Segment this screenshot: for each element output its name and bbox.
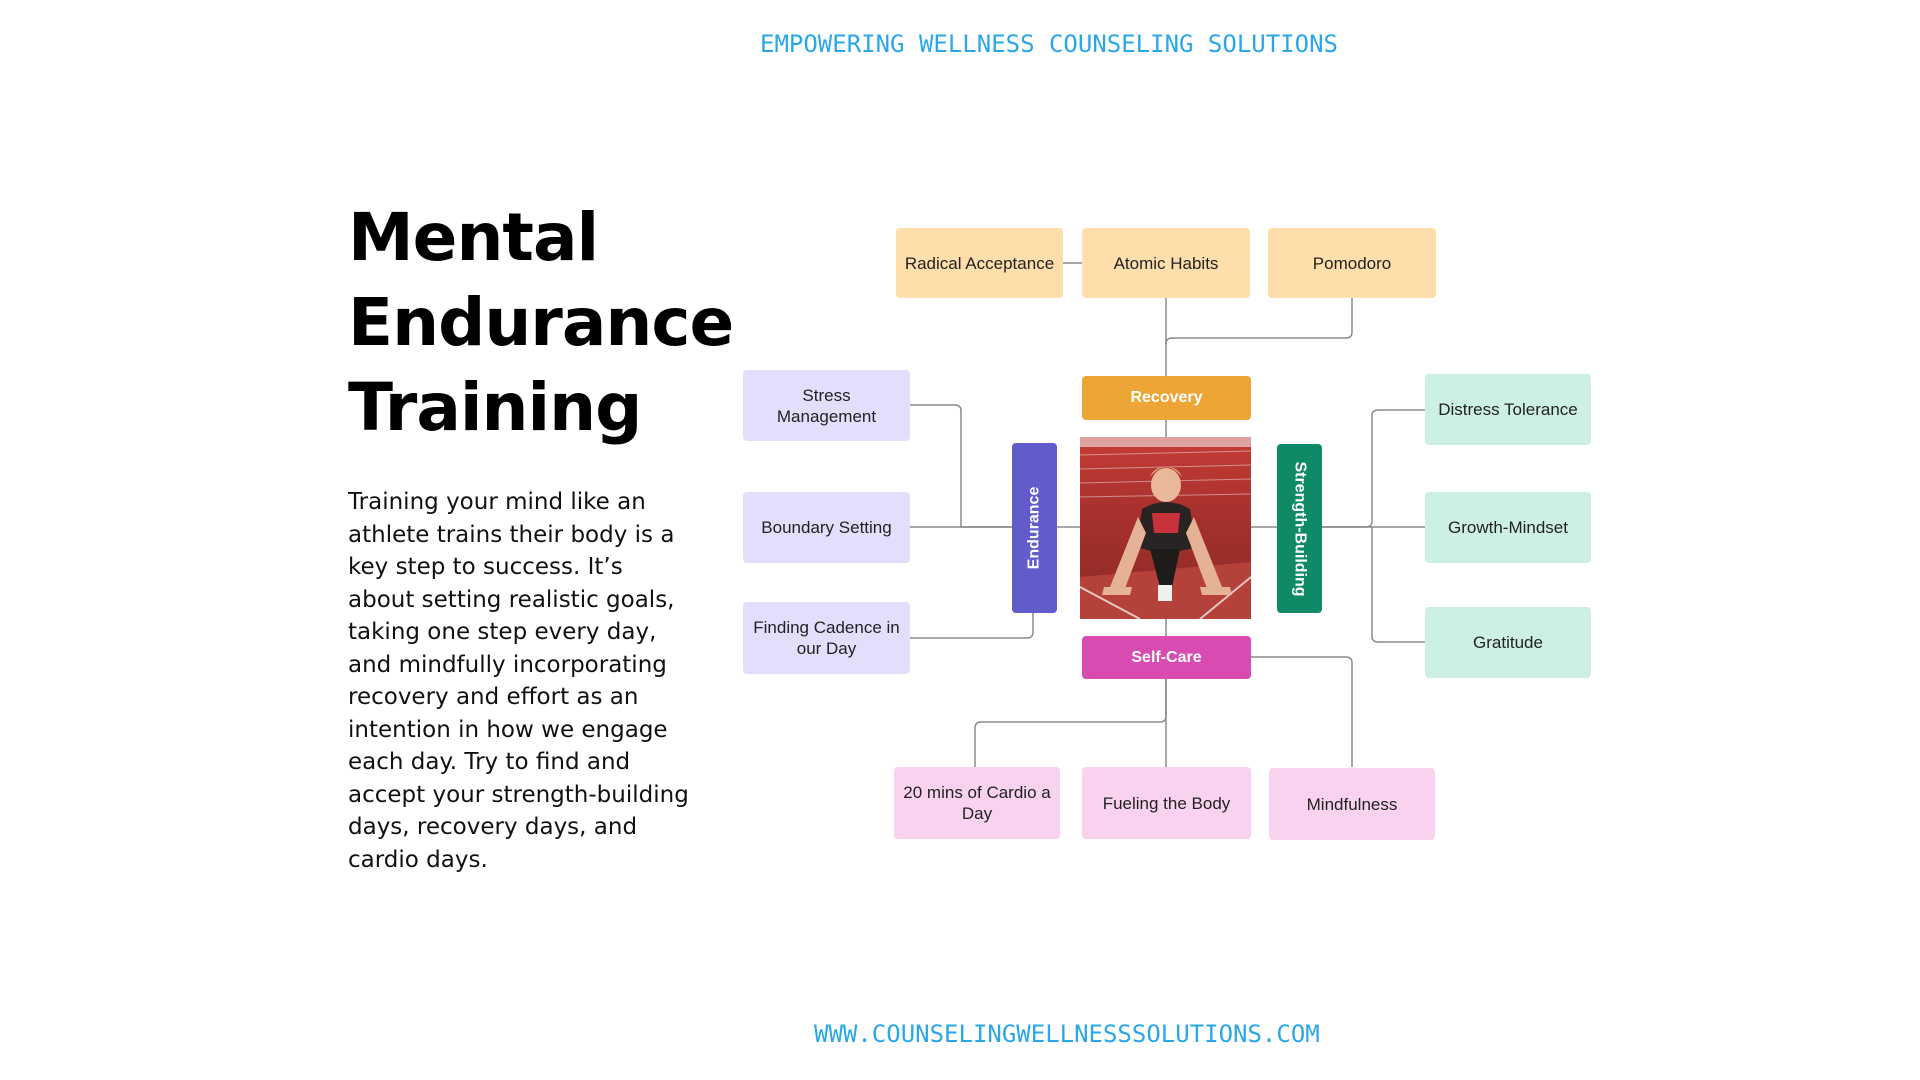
node-growth-mindset: Growth-Mindset <box>1425 492 1591 563</box>
node-finding-cadence: Finding Cadence in our Day <box>743 602 910 674</box>
node-fueling-the-body: Fueling the Body <box>1082 767 1251 839</box>
node-gratitude: Gratitude <box>1425 607 1591 678</box>
hub-strength-building: Strength-Building <box>1277 444 1322 613</box>
hub-endurance-label: Endurance <box>1025 486 1043 570</box>
connector-selfcare-cardio <box>974 679 1167 767</box>
connector-strength-distress <box>1322 409 1425 528</box>
node-radical-acceptance: Radical Acceptance <box>896 228 1063 298</box>
node-boundary-setting: Boundary Setting <box>743 492 910 563</box>
title-line-1: Mental <box>348 199 599 276</box>
body-paragraph: Training your mind like an athlete train… <box>348 489 689 873</box>
connector-selfcare-mindfulness <box>1251 656 1353 767</box>
hub-self-care: Self-Care <box>1082 636 1251 679</box>
hub-strength-label: Strength-Building <box>1291 460 1309 597</box>
footer-website-url[interactable]: WWW.COUNSELINGWELLNESSSOLUTIONS.COM <box>814 1020 1320 1048</box>
node-atomic-habits: Atomic Habits <box>1082 228 1250 298</box>
page-title: Mental Endurance Training <box>348 195 734 450</box>
hub-recovery: Recovery <box>1082 376 1251 420</box>
node-distress-tolerance: Distress Tolerance <box>1425 374 1591 445</box>
connector-stress-endurance <box>910 404 1012 528</box>
title-line-3: Training <box>348 369 642 446</box>
hub-endurance: Endurance <box>1012 443 1057 613</box>
header-brand: EMPOWERING WELLNESS COUNSELING SOLUTIONS <box>760 30 1338 58</box>
title-line-2: Endurance <box>348 284 734 361</box>
node-cardio: 20 mins of Cardio a Day <box>894 767 1060 839</box>
connector-pomodoro-recovery <box>1165 298 1353 345</box>
athlete-illustration <box>1080 437 1251 619</box>
athlete-photo <box>1080 437 1251 619</box>
node-stress-management: Stress Management <box>743 370 910 441</box>
connector-strength-gratitude <box>1371 527 1425 643</box>
node-pomodoro: Pomodoro <box>1268 228 1436 298</box>
connector-cadence-endurance <box>910 613 1034 639</box>
node-mindfulness: Mindfulness <box>1269 768 1435 840</box>
